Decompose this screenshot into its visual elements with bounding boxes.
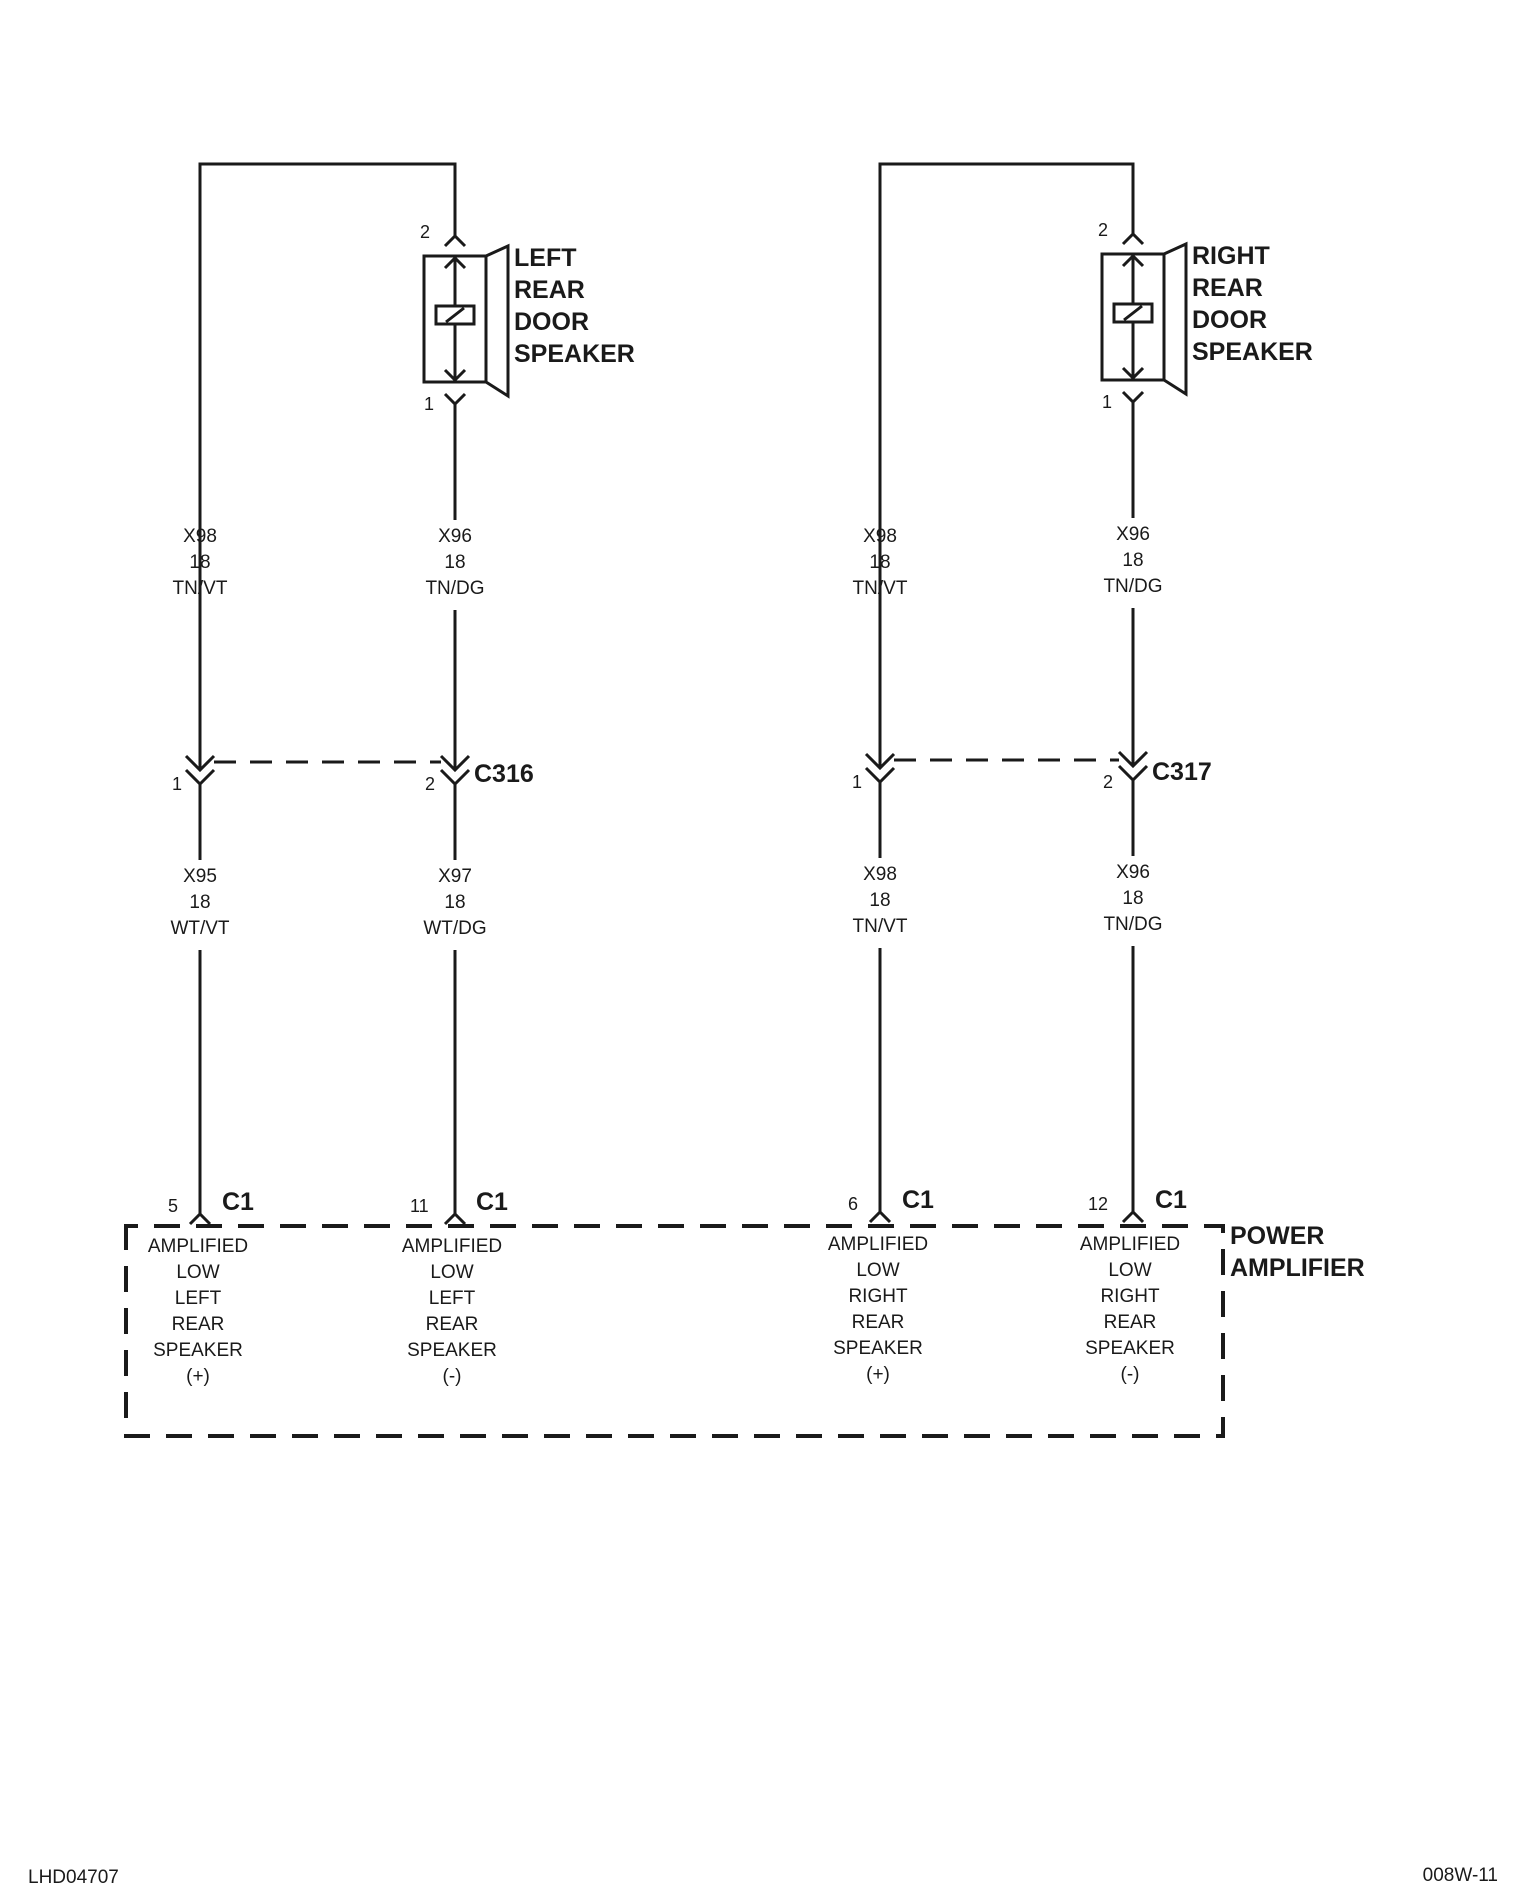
- wire-r1-upper-gauge: 18: [869, 552, 890, 573]
- connector-c317: [864, 750, 1149, 785]
- c316-pin-2: 2: [425, 774, 435, 794]
- right-speaker-icon: [1100, 241, 1188, 397]
- left-circuit: 2 LEFT REAR DOOR SPEAKER 1 X98 18 TN/VT …: [170, 162, 635, 1214]
- amp-pin-11-conn: C1: [476, 1188, 508, 1216]
- wire-r2-lower-color: TN/DG: [1103, 914, 1162, 935]
- wire-r1-upper-color: TN/VT: [853, 578, 908, 599]
- c316-label: C316: [474, 760, 534, 788]
- amp-pin-6-conn: C1: [902, 1186, 934, 1214]
- amp-pin-11-connector: [443, 1211, 467, 1226]
- amp-pin-12-func-1: AMPLIFIED: [1080, 1234, 1180, 1255]
- wire-l1-lower-color: WT/VT: [170, 918, 229, 939]
- pin-label-right-speaker-1: 1: [1102, 392, 1112, 412]
- c317-pin-1: 1: [852, 772, 862, 792]
- pin-label-left-speaker-2: 2: [420, 222, 430, 242]
- c317-pin-2: 2: [1103, 772, 1113, 792]
- wire-loop-right: [878, 162, 1135, 680]
- amp-pin-12-conn: C1: [1155, 1186, 1187, 1214]
- wire-r1-upper-code: X98: [863, 526, 897, 547]
- amp-pin-5-connector: [188, 1211, 212, 1226]
- amp-pin-11-func-4: REAR: [426, 1314, 479, 1335]
- amp-pin-12-connector: [1121, 1209, 1145, 1224]
- wire-r2-lower-code: X96: [1116, 862, 1150, 883]
- amp-pin-12-func-6: (-): [1121, 1364, 1140, 1385]
- wire-r1-lower-code: X98: [863, 864, 897, 885]
- amp-pin-5-func-5: SPEAKER: [153, 1340, 243, 1361]
- amp-pin-12-func-3: RIGHT: [1100, 1286, 1160, 1307]
- amp-pin-12-func-4: REAR: [1104, 1312, 1157, 1333]
- connector-pin-right-speaker-1: [1121, 390, 1145, 405]
- wire-l1-lower-code: X95: [183, 866, 217, 887]
- right-speaker-title-2: REAR: [1192, 274, 1263, 302]
- pin-label-right-speaker-2: 2: [1098, 220, 1108, 240]
- amp-pin-6-func-5: SPEAKER: [833, 1338, 923, 1359]
- wire-loop-left: [198, 162, 457, 680]
- connector-pin-left-speaker-2: [443, 233, 467, 248]
- amp-pin-5-number: 5: [168, 1196, 178, 1216]
- amp-pin-5-func-2: LOW: [176, 1262, 219, 1283]
- c317-label: C317: [1152, 758, 1212, 786]
- right-speaker-title-4: SPEAKER: [1192, 338, 1313, 366]
- pin-label-left-speaker-1: 1: [424, 394, 434, 414]
- wire-l1-upper-color: TN/VT: [173, 578, 228, 599]
- right-circuit: 2 RIGHT REAR DOOR SPEAKER 1 X98 18 TN/VT…: [852, 162, 1313, 1212]
- amp-pin-6-func-6: (+): [866, 1364, 890, 1385]
- amp-pin-6-connector: [868, 1209, 892, 1224]
- amp-pin-12-func-2: LOW: [1108, 1260, 1151, 1281]
- wire-l2-lower-gauge: 18: [444, 892, 465, 913]
- wire-l2-upper-gauge: 18: [444, 552, 465, 573]
- connector-pin-right-speaker-2: [1121, 231, 1145, 246]
- wire-r2-upper-gauge: 18: [1122, 550, 1143, 571]
- footer-right-code: 008W-11: [1423, 1865, 1498, 1886]
- wire-l2-upper-color: TN/DG: [425, 578, 484, 599]
- wire-r1-lower-gauge: 18: [869, 890, 890, 911]
- connector-pin-left-speaker-1: [443, 392, 467, 407]
- wire-r1-lower-color: TN/VT: [853, 916, 908, 937]
- wire-l1-upper-gauge: 18: [189, 552, 210, 573]
- right-speaker-title-1: RIGHT: [1192, 242, 1270, 270]
- right-speaker-title-3: DOOR: [1192, 306, 1267, 334]
- wire-l1-lower-gauge: 18: [189, 892, 210, 913]
- amp-pin-11-number: 11: [410, 1196, 429, 1216]
- amp-pin-11-func-6: (-): [443, 1366, 462, 1387]
- power-amplifier: 5 C1 AMPLIFIED LOW LEFT REAR SPEAKER (+)…: [124, 1186, 1365, 1438]
- amp-pin-6-func-1: AMPLIFIED: [828, 1234, 928, 1255]
- wire-r2-lower-gauge: 18: [1122, 888, 1143, 909]
- left-speaker-title-3: DOOR: [514, 308, 589, 336]
- left-speaker-icon: [422, 243, 510, 399]
- amp-pin-6-func-2: LOW: [856, 1260, 899, 1281]
- wire-r2-upper-code: X96: [1116, 524, 1150, 545]
- amp-pin-11-func-3: LEFT: [429, 1288, 476, 1309]
- amp-pin-5-func-6: (+): [186, 1366, 210, 1387]
- wire-l2-upper-code: X96: [438, 526, 472, 547]
- amp-pin-11-func-5: SPEAKER: [407, 1340, 497, 1361]
- c316-pin-1: 1: [172, 774, 182, 794]
- amp-pin-5-func-1: AMPLIFIED: [148, 1236, 248, 1257]
- power-amplifier-outline: [124, 1224, 1225, 1438]
- amp-pin-5-conn: C1: [222, 1188, 254, 1216]
- amp-pin-5-func-4: REAR: [172, 1314, 225, 1335]
- amp-pin-11-func-1: AMPLIFIED: [402, 1236, 502, 1257]
- wire-l1-upper-code: X98: [183, 526, 217, 547]
- amp-pin-12-func-5: SPEAKER: [1085, 1338, 1175, 1359]
- left-speaker-title-4: SPEAKER: [514, 340, 635, 368]
- wire-l2-lower-color: WT/DG: [423, 918, 486, 939]
- amp-pin-5-func-3: LEFT: [175, 1288, 222, 1309]
- amp-pin-12-number: 12: [1088, 1194, 1108, 1214]
- wire-l2-lower-code: X97: [438, 866, 472, 887]
- footer-left-code: LHD04707: [28, 1867, 119, 1888]
- left-speaker-title-1: LEFT: [514, 244, 577, 272]
- power-amplifier-title-2: AMPLIFIER: [1230, 1254, 1365, 1282]
- wire-r2-upper-color: TN/DG: [1103, 576, 1162, 597]
- amp-pin-6-func-3: RIGHT: [848, 1286, 908, 1307]
- power-amplifier-title-1: POWER: [1230, 1222, 1324, 1250]
- amp-pin-11-func-2: LOW: [430, 1262, 473, 1283]
- amp-pin-6-func-4: REAR: [852, 1312, 905, 1333]
- left-speaker-title-2: REAR: [514, 276, 585, 304]
- amp-pin-6-number: 6: [848, 1194, 858, 1214]
